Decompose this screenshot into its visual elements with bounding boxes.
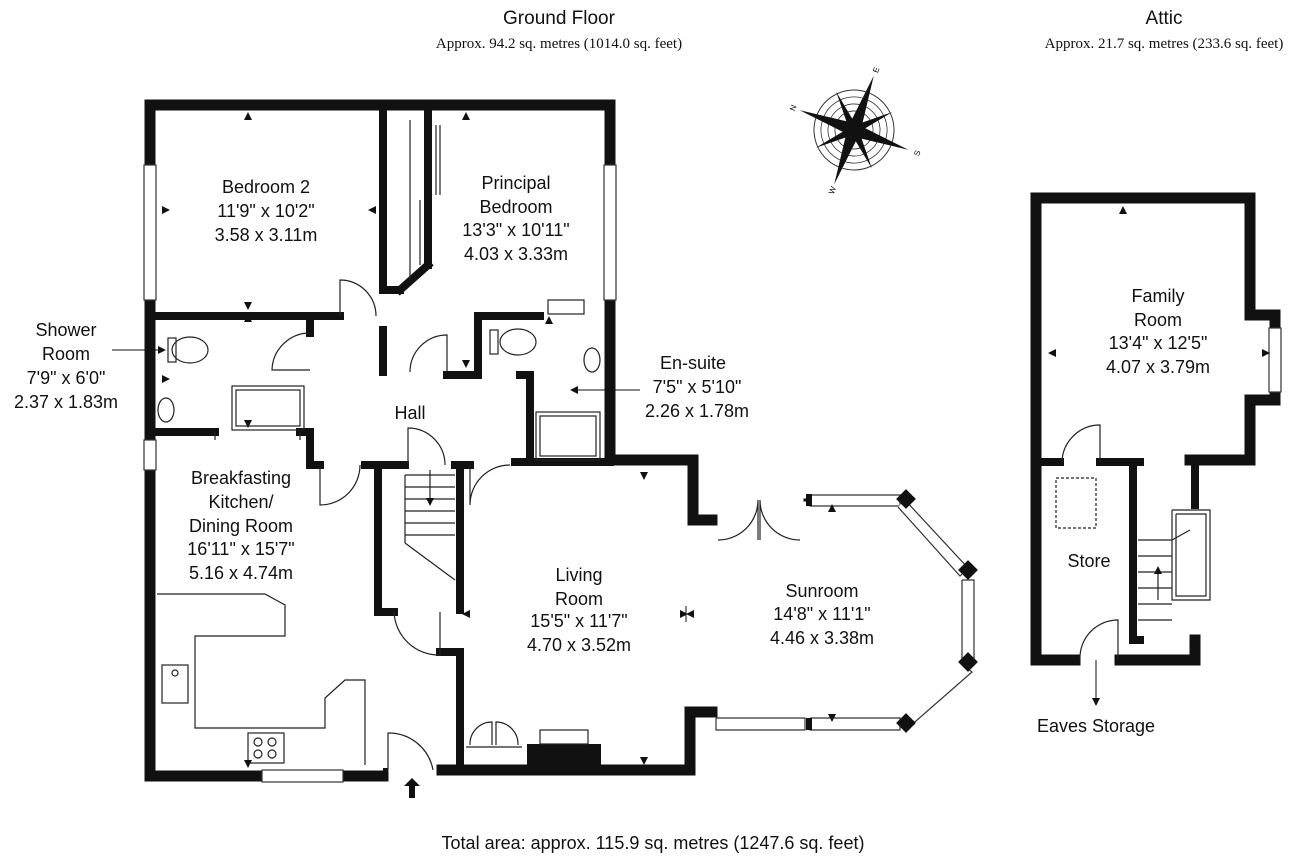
svg-text:4.46 x 3.38m: 4.46 x 3.38m <box>770 628 874 648</box>
svg-text:Dining Room: Dining Room <box>189 516 293 536</box>
ground-fixtures <box>157 299 601 765</box>
svg-text:Room: Room <box>555 589 603 609</box>
room-label-en-suite: En-suite 7'5" x 5'10" 2.26 x 1.78m <box>645 353 749 421</box>
svg-text:3.58 x 3.11m: 3.58 x 3.11m <box>215 225 318 245</box>
svg-text:16'11" x 15'7": 16'11" x 15'7" <box>187 539 294 559</box>
compass-s: S <box>912 149 922 157</box>
svg-text:Shower: Shower <box>35 320 96 340</box>
svg-text:En-suite: En-suite <box>660 353 726 373</box>
svg-text:Bedroom: Bedroom <box>479 197 552 217</box>
svg-text:2.26 x 1.78m: 2.26 x 1.78m <box>645 401 749 421</box>
svg-text:Room: Room <box>1134 310 1182 330</box>
svg-text:Bedroom 2: Bedroom 2 <box>222 177 310 197</box>
svg-text:Room: Room <box>42 344 90 364</box>
svg-text:Eaves Storage: Eaves Storage <box>1037 716 1155 736</box>
room-label-family-room: Family Room 13'4" x 12'5" 4.07 x 3.79m <box>1106 286 1210 377</box>
room-label-living-room: Living Room 15'5" x 11'7" 4.70 x 3.52m <box>527 565 631 655</box>
room-label-kitchen: Breakfasting Kitchen/ Dining Room 16'11"… <box>187 468 294 583</box>
total-area: Total area: approx. 115.9 sq. metres (12… <box>442 833 865 853</box>
compass-n: N <box>788 103 799 112</box>
svg-text:Hall: Hall <box>394 403 425 423</box>
svg-text:7'9" x 6'0": 7'9" x 6'0" <box>27 368 106 388</box>
attic-area: Approx. 21.7 sq. metres (233.6 sq. feet) <box>1045 36 1284 52</box>
room-label-bedroom-2: Bedroom 2 11'9" x 10'2" 3.58 x 3.11m <box>215 177 318 245</box>
compass-e: E <box>871 66 881 74</box>
room-label-eaves-storage: Eaves Storage <box>1037 716 1155 736</box>
room-label-sunroom: Sunroom 14'8" x 11'1" 4.46 x 3.38m <box>770 581 874 648</box>
svg-text:5.16 x 4.74m: 5.16 x 4.74m <box>189 563 293 583</box>
svg-text:Principal: Principal <box>481 173 550 193</box>
ground-floor-title: Ground Floor <box>503 8 616 29</box>
svg-text:14'8" x 11'1": 14'8" x 11'1" <box>773 604 870 624</box>
ground-floor-doors <box>214 120 801 771</box>
svg-text:13'4" x 12'5": 13'4" x 12'5" <box>1109 333 1208 353</box>
svg-text:2.37 x 1.83m: 2.37 x 1.83m <box>14 392 118 412</box>
svg-text:Store: Store <box>1067 551 1110 571</box>
svg-text:Family: Family <box>1132 286 1185 306</box>
svg-text:Living: Living <box>555 565 602 585</box>
svg-text:7'5" x 5'10": 7'5" x 5'10" <box>653 377 742 397</box>
svg-text:15'5" x 11'7": 15'5" x 11'7" <box>530 611 627 631</box>
room-label-hall: Hall <box>394 403 425 423</box>
room-label-principal-bedroom: Principal Bedroom 13'3" x 10'11" 4.03 x … <box>462 173 569 264</box>
compass-rose: N E S W <box>788 66 922 196</box>
svg-text:11'9" x 10'2": 11'9" x 10'2" <box>217 201 314 221</box>
svg-text:Sunroom: Sunroom <box>785 581 858 601</box>
svg-text:4.70 x 3.52m: 4.70 x 3.52m <box>527 635 631 655</box>
ground-floor-area: Approx. 94.2 sq. metres (1014.0 sq. feet… <box>436 36 682 52</box>
dimension-markers <box>112 112 836 798</box>
attic-walls <box>1030 192 1282 666</box>
room-label-shower-room: Shower Room 7'9" x 6'0" 2.37 x 1.83m <box>14 320 118 412</box>
attic-title: Attic <box>1146 8 1183 29</box>
attic-staircase <box>1138 509 1211 621</box>
svg-text:Kitchen/: Kitchen/ <box>208 492 273 512</box>
svg-text:Breakfasting: Breakfasting <box>191 468 291 488</box>
attic-markers <box>1048 206 1270 706</box>
svg-text:13'3" x 10'11": 13'3" x 10'11" <box>462 220 569 240</box>
ground-floor-windows <box>143 164 617 783</box>
room-label-store: Store <box>1067 551 1110 571</box>
svg-text:4.07 x 3.79m: 4.07 x 3.79m <box>1106 357 1210 377</box>
ground-staircase <box>404 470 456 581</box>
compass-w: W <box>827 185 838 196</box>
svg-text:4.03 x 3.33m: 4.03 x 3.33m <box>464 244 568 264</box>
